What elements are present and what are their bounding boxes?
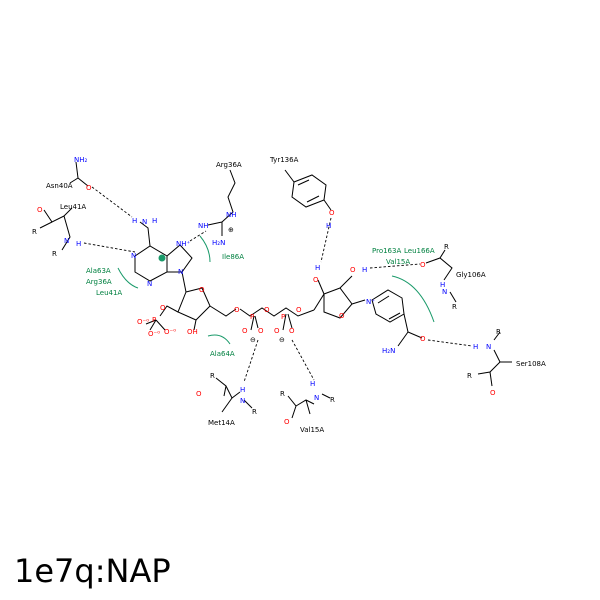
atom-labels: NH₂ O O R N H R H N H N N NH⁺ N NH NH H₂… [32, 156, 501, 426]
residue-leu41a: Leu41A [60, 203, 86, 211]
atom-o: O [199, 286, 205, 294]
atom-n: N [178, 268, 183, 276]
residue-met14a: Met14A [208, 419, 235, 427]
atom-o: O [274, 327, 280, 335]
atom-h: H [326, 222, 331, 230]
atom-charge-plus: ⊕ [228, 226, 234, 234]
atom-h2n: H₂N [212, 239, 225, 247]
atom-h: H [315, 264, 320, 272]
atom-h: H [76, 240, 81, 248]
atom-r: R [52, 250, 57, 258]
residue-gly106a: Gly106A [456, 271, 486, 279]
atom-h: H [473, 343, 478, 351]
atom-o: O [258, 327, 264, 335]
atom-nplus: N⁺ [366, 298, 375, 306]
atom-r: R [452, 303, 457, 311]
residue-labels: Asn40A Leu41A Arg36A Tyr136A Ile86A Pro1… [46, 156, 546, 434]
atom-r: R [210, 372, 215, 380]
hydrophobic-contacts [117, 235, 435, 345]
residue-pro163a: Pro163A [372, 247, 401, 255]
atom-n: N [486, 343, 491, 351]
residue-leu41a-hyd: Leu41A [96, 289, 122, 297]
atom-nh: NH [226, 211, 237, 219]
residue-arg36a: Arg36A [216, 161, 242, 169]
atom-n: N [314, 394, 319, 402]
residue-arg36a-hyd: Arg36A [86, 278, 112, 286]
atom-h: H [440, 281, 445, 289]
atom-h2n: H₂N [382, 347, 395, 355]
atom-r: R [32, 228, 37, 236]
atom-charge-minus: ⊖ [279, 336, 285, 344]
atom-o: O [420, 335, 426, 343]
atom-o-minus: O⁻⁰ [164, 328, 176, 336]
atom-o: O [284, 418, 290, 426]
bonds [39, 161, 512, 419]
atom-n: N [131, 252, 136, 260]
atom-o: O [37, 206, 43, 214]
atom-h: H [310, 380, 315, 388]
residue-ile86a: Ile86A [222, 253, 244, 261]
hydrogen-bonds [83, 186, 473, 383]
atom-n: N [147, 280, 152, 288]
atom-r: R [330, 396, 335, 404]
atom-o-minus: O⁻⁰ [137, 318, 149, 326]
atom-n: N [64, 237, 69, 245]
atom-h: H [132, 217, 137, 225]
atom-nh2: NH₂ [74, 156, 88, 164]
atom-nhplus: NH⁺ [176, 240, 191, 248]
atom-r: R [467, 372, 472, 380]
atom-o: O [196, 390, 202, 398]
atom-r: R [280, 390, 285, 398]
atom-n: N [142, 218, 147, 226]
atom-o: O [234, 306, 240, 314]
atom-o: O [420, 261, 426, 269]
atom-o: O [339, 312, 345, 320]
atom-r: R [252, 408, 257, 416]
atom-oh: OH [187, 328, 198, 336]
atom-o-minus: O⁻⁰ [148, 330, 160, 338]
atom-n: N [240, 397, 245, 405]
diagram-title: 1e7q:NAP [14, 552, 171, 590]
atom-charge-minus: ⊖ [250, 336, 256, 344]
atom-o: O [86, 184, 92, 192]
atom-p: P [152, 316, 156, 324]
atom-h: H [152, 217, 157, 225]
residue-leu166a: Leu166A [404, 247, 435, 255]
atom-p: P [281, 313, 285, 321]
atom-p: P [250, 313, 254, 321]
atom-o: O [350, 266, 356, 274]
atom-o: O [296, 306, 302, 314]
atom-o: O [264, 306, 270, 314]
residue-val15a: Val15A [300, 426, 324, 434]
atom-o: O [490, 389, 496, 397]
atom-o: O [313, 276, 319, 284]
atom-r: R [496, 328, 501, 336]
atom-o: O [329, 209, 335, 217]
atom-o: O [289, 327, 295, 335]
residue-ala64a: Ala64A [210, 350, 235, 358]
atom-r: R [444, 243, 449, 251]
atom-h: H [240, 386, 245, 394]
atom-n: N [442, 288, 447, 296]
residue-ala63a: Ala63A [86, 267, 111, 275]
residue-tyr136a: Tyr136A [269, 156, 299, 164]
atom-o: O [160, 304, 166, 312]
atom-h: H [362, 266, 367, 274]
residue-val15a-top: Val15A [386, 258, 410, 266]
residue-ser108a: Ser108A [516, 360, 546, 368]
atom-o: O [242, 327, 248, 335]
residue-asn40a: Asn40A [46, 182, 73, 190]
atom-nh: NH [198, 222, 209, 230]
